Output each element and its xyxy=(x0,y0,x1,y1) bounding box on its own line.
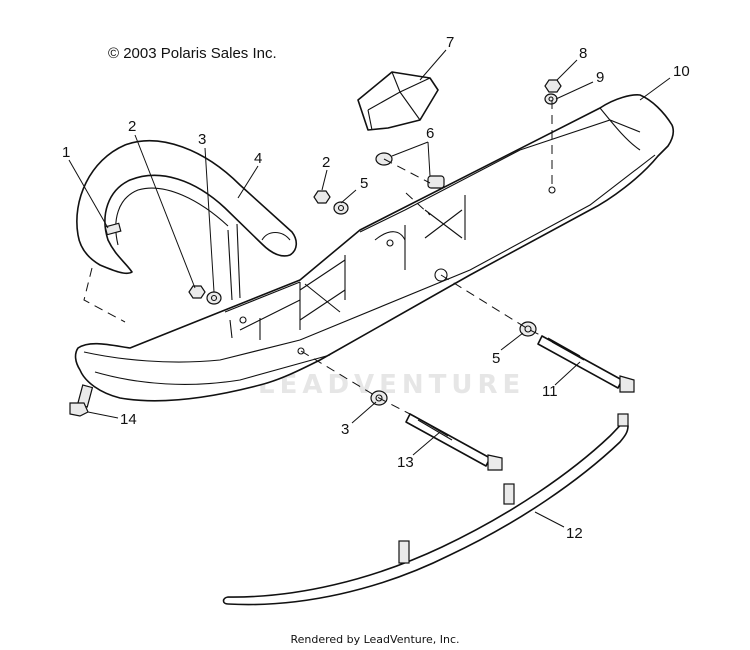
callout-14: 14 xyxy=(120,411,137,428)
callout-5b: 5 xyxy=(492,350,500,367)
callout-11: 11 xyxy=(542,383,558,400)
wear-bar-stud xyxy=(398,540,410,564)
callout-5a: 5 xyxy=(360,175,368,192)
wear-bar-stud xyxy=(617,413,629,427)
callout-12: 12 xyxy=(566,525,583,542)
ski-saddle-part[interactable] xyxy=(357,71,439,131)
bolt-13[interactable] xyxy=(405,413,503,471)
callout-6: 6 xyxy=(426,125,434,142)
hardware-washer-9[interactable] xyxy=(544,93,558,105)
callout-2b: 2 xyxy=(322,154,330,171)
hardware-nut-2b[interactable] xyxy=(313,190,331,204)
wear-bar-stud xyxy=(503,483,515,505)
copyright-text: © 2003 Polaris Sales Inc. xyxy=(108,45,277,62)
callout-13: 13 xyxy=(397,454,414,471)
callout-3a: 3 xyxy=(198,131,206,148)
ski-body-part[interactable] xyxy=(74,94,675,402)
callout-3b: 3 xyxy=(341,421,349,438)
ski-handle-part[interactable] xyxy=(76,140,298,323)
handle-cover-clip xyxy=(104,222,122,236)
callout-7: 7 xyxy=(446,34,454,51)
footer-credit: Rendered by LeadVenture, Inc. xyxy=(290,633,460,646)
bushing-part[interactable] xyxy=(375,152,445,189)
callout-4: 4 xyxy=(254,150,262,167)
callout-1: 1 xyxy=(62,144,70,161)
callout-10: 10 xyxy=(673,63,690,80)
ski-wear-bar-part[interactable] xyxy=(222,413,629,606)
hardware-washer-5a[interactable] xyxy=(333,201,349,215)
callout-2a: 2 xyxy=(128,118,136,135)
hardware-nut-8[interactable] xyxy=(544,79,562,93)
hardware-washer-5b[interactable] xyxy=(519,321,537,337)
hardware-washer-3a[interactable] xyxy=(206,291,222,305)
watermark-text: LEADVENTURE xyxy=(258,370,526,400)
callout-9: 9 xyxy=(596,69,604,86)
hardware-nut-2a[interactable] xyxy=(188,285,206,299)
callout-8: 8 xyxy=(579,45,587,62)
bolt-14[interactable] xyxy=(69,384,94,417)
